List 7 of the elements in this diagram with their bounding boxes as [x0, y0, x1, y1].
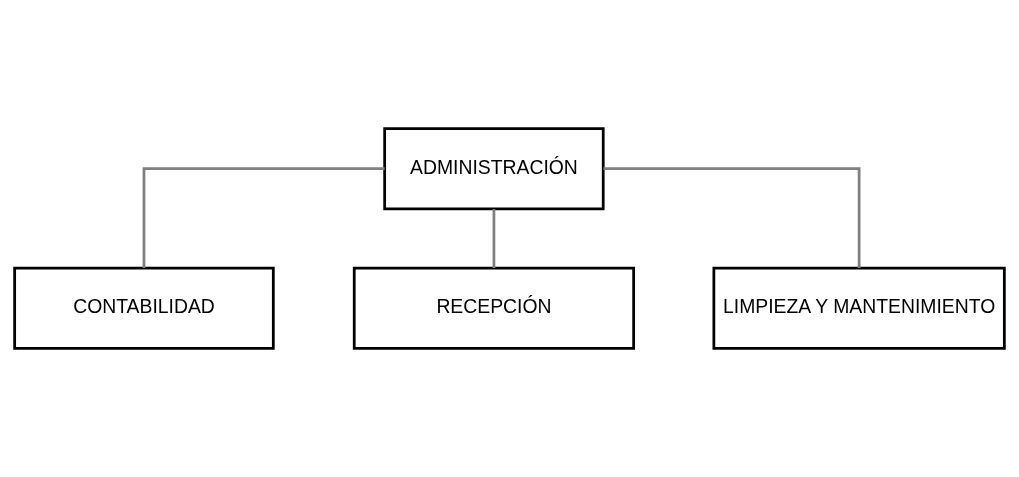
connector: [142, 167, 385, 268]
node-box: RECEPCIÓN: [352, 266, 636, 350]
node-box: LIMPIEZA Y MANTENIMIENTO: [712, 266, 1006, 350]
node-box: ADMINISTRACIÓN: [383, 127, 605, 211]
node-box: CONTABILIDAD: [13, 266, 275, 350]
connector: [492, 209, 496, 269]
connector: [603, 167, 861, 268]
